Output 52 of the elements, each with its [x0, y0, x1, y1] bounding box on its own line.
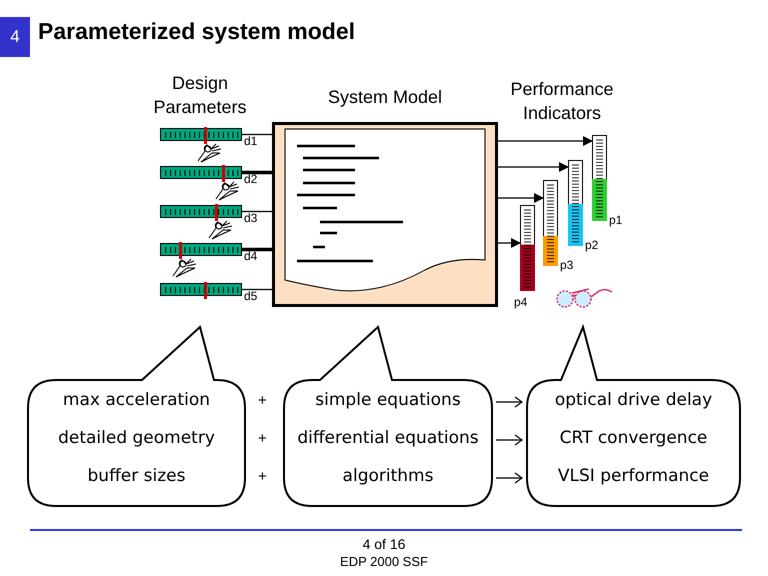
connector-line — [242, 210, 272, 212]
arrow — [498, 136, 593, 146]
speech-bubble — [284, 327, 492, 506]
gauge-label: p4 — [514, 295, 528, 309]
slider-label: d5 — [244, 289, 258, 303]
arrow — [498, 162, 569, 172]
slider-control — [160, 128, 242, 141]
slider-control — [160, 283, 242, 296]
arrow — [498, 238, 521, 248]
plus-sign: + — [258, 392, 267, 409]
bubble-text: max acceleration — [62, 390, 212, 410]
footer-text: EDP 2000 SSF — [339, 554, 429, 569]
slider-label: d1 — [244, 134, 258, 148]
speech-bubble — [527, 327, 740, 506]
slider-control — [160, 205, 242, 218]
slide-title: Parameterized system model — [38, 18, 356, 45]
bubble-text: buffer sizes — [86, 466, 186, 486]
connector-line — [242, 248, 272, 252]
bubble-text: simple equations — [314, 390, 462, 410]
bubble-text: algorithms — [342, 466, 434, 486]
bubble-text: VLSI performance — [556, 466, 710, 486]
gauge-indicator — [592, 135, 607, 221]
connector-line — [242, 288, 272, 290]
plus-sign: + — [258, 468, 267, 485]
slider-label: d4 — [244, 249, 258, 263]
gauge-indicator — [520, 205, 535, 291]
gauge-indicator — [568, 160, 583, 246]
plus-sign: + — [258, 430, 267, 447]
gauge-indicator — [543, 180, 558, 266]
connector-line — [242, 170, 272, 174]
gauge-label: p1 — [609, 213, 622, 227]
arrow — [496, 472, 523, 484]
speech-bubble — [28, 327, 245, 506]
arrow — [498, 193, 544, 203]
page-number: 4 of 16 — [362, 536, 406, 552]
arrow — [496, 434, 523, 446]
gauge-label: p3 — [560, 258, 574, 272]
section-heading: Design Parameters — [152, 72, 248, 119]
arrow — [496, 396, 523, 408]
slide-number-badge: 4 — [0, 17, 30, 57]
slider-control — [160, 243, 242, 256]
gauge-label: p2 — [585, 238, 598, 252]
bubble-text: detailed geometry — [57, 428, 216, 448]
slider-control — [160, 166, 242, 179]
box-heading: System Model — [326, 87, 444, 108]
bubble-text: differential equations — [296, 428, 480, 448]
slider-label: d3 — [244, 211, 258, 225]
bubble-text: optical drive delay — [554, 390, 714, 410]
slider-label: d2 — [244, 172, 258, 186]
section-heading: Performance Indicators — [509, 78, 615, 125]
bubble-text: CRT convergence — [558, 428, 708, 448]
connector-line — [242, 134, 272, 136]
